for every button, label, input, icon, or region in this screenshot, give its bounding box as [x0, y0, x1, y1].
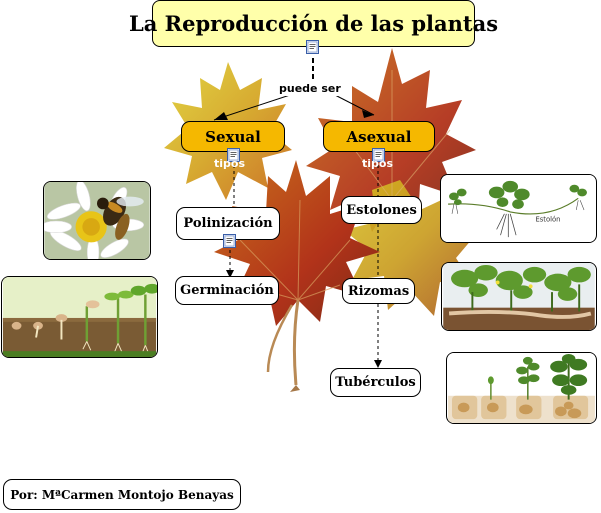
resource-document-icon[interactable]	[372, 148, 385, 162]
image-bee-pollination[interactable]	[43, 181, 151, 260]
connector-arrowheads	[214, 110, 382, 368]
resource-document-icon[interactable]	[227, 148, 240, 162]
link-label-puede-ser: puede ser	[277, 82, 343, 96]
stolon-caption: Estolón	[535, 216, 560, 224]
node-asexual[interactable]: Asexual	[323, 121, 435, 152]
link-label-tipos-right: tipos	[362, 157, 394, 170]
node-tuberculos[interactable]: Tubérculos	[330, 368, 421, 397]
resource-document-icon[interactable]	[223, 234, 236, 248]
node-estolones[interactable]: Estolones	[341, 196, 422, 224]
node-germinacion[interactable]: Germinación	[175, 276, 279, 305]
image-tuber-potato[interactable]	[446, 352, 597, 424]
node-sexual[interactable]: Sexual	[181, 121, 285, 152]
image-stolon-strawberry[interactable]: Estolón	[440, 174, 597, 243]
link-label-tipos-left: tipos	[214, 157, 246, 170]
image-rhizome[interactable]	[441, 262, 597, 331]
image-germination-sequence[interactable]	[1, 276, 158, 358]
author-credit[interactable]: Por: MªCarmen Montojo Benayas	[3, 479, 241, 510]
node-rizomas[interactable]: Rizomas	[342, 278, 415, 304]
map-title[interactable]: La Reproducción de las plantas	[129, 0, 498, 47]
connector-lines	[213, 58, 379, 362]
resource-document-icon[interactable]	[306, 40, 319, 54]
